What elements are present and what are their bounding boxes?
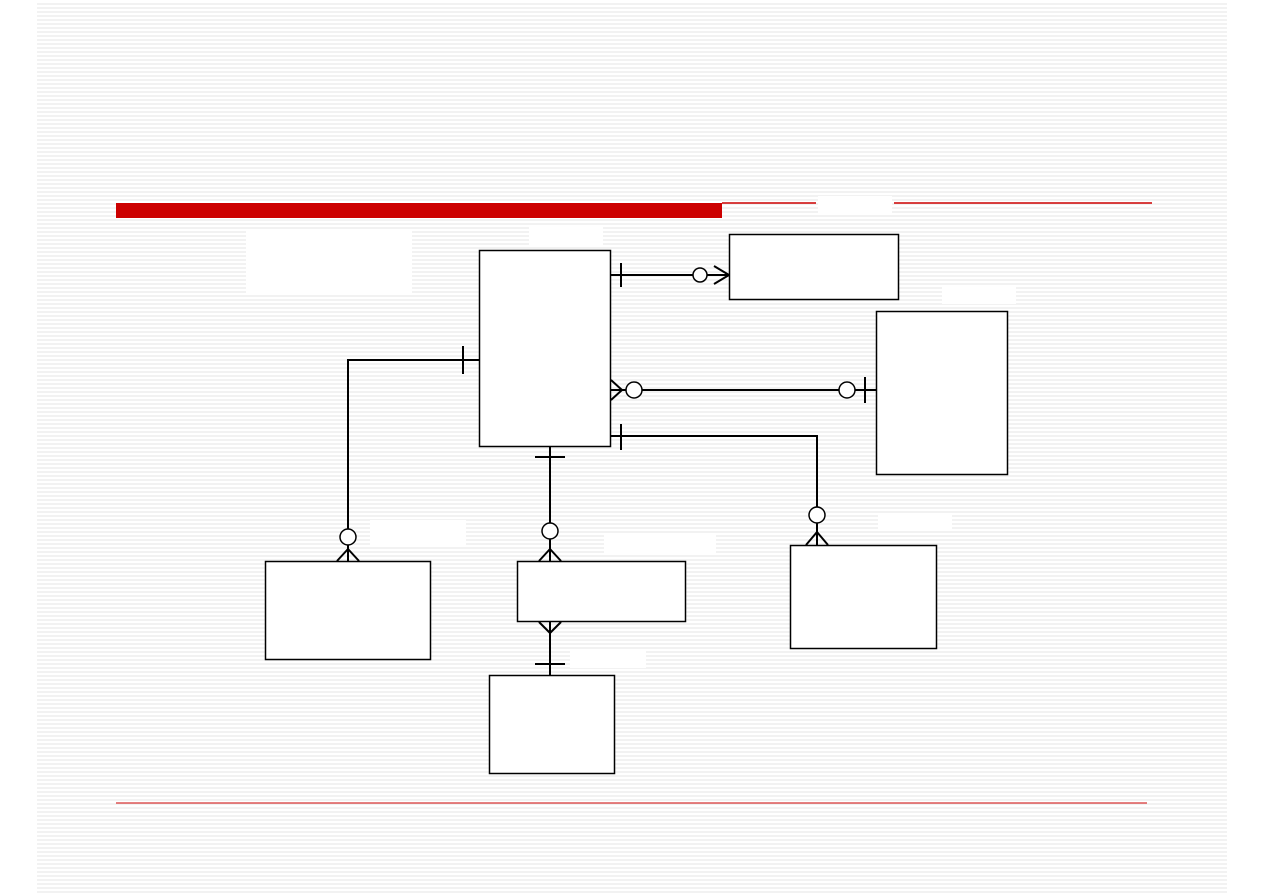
zero-mark [339,528,357,546]
label-patch-right [942,286,1016,304]
label-patch-bottom-right [878,513,952,531]
entity-bottom-middle[interactable] [516,560,687,623]
label-patch-bottom-middle [604,534,716,554]
zero-mark [541,522,559,540]
entity-lowest[interactable] [488,674,616,775]
entity-right[interactable] [875,310,1009,476]
entity-bottom-right[interactable] [789,544,938,650]
header-accent-bar [116,203,722,218]
relationship-central-bottom-left[interactable] [336,346,479,562]
crows-foot [347,548,360,562]
entity-top-right[interactable] [728,233,900,301]
slide-background [37,3,1227,893]
crows-foot [713,265,730,276]
label-patch-title [246,230,412,294]
zero-mark [838,381,856,399]
relationship-central-bottom-right[interactable] [611,424,829,546]
relationship-central-top-right[interactable] [611,263,730,287]
crows-foot [336,548,349,562]
label-patch-lowest [570,650,646,668]
crows-foot [610,389,623,401]
relationship-central-bottom-middle[interactable] [535,447,565,562]
label-patch-bottom-left [370,520,466,546]
crows-foot [805,531,818,546]
zero-mark [808,506,826,524]
crows-foot [610,379,623,391]
relationship-lowest-bottom-middle[interactable] [535,621,565,675]
crows-foot [816,531,829,546]
crows-foot [549,548,562,562]
crows-foot [538,548,551,562]
zero-mark [625,381,643,399]
header-label-patch [818,196,892,214]
label-patch-central [529,226,603,246]
crows-foot [549,621,562,634]
relationship-right-central[interactable] [610,377,876,403]
crows-foot [713,274,730,285]
crows-foot [538,621,551,634]
entity-bottom-left[interactable] [264,560,432,661]
entity-central[interactable] [478,249,612,448]
zero-mark [692,267,708,283]
